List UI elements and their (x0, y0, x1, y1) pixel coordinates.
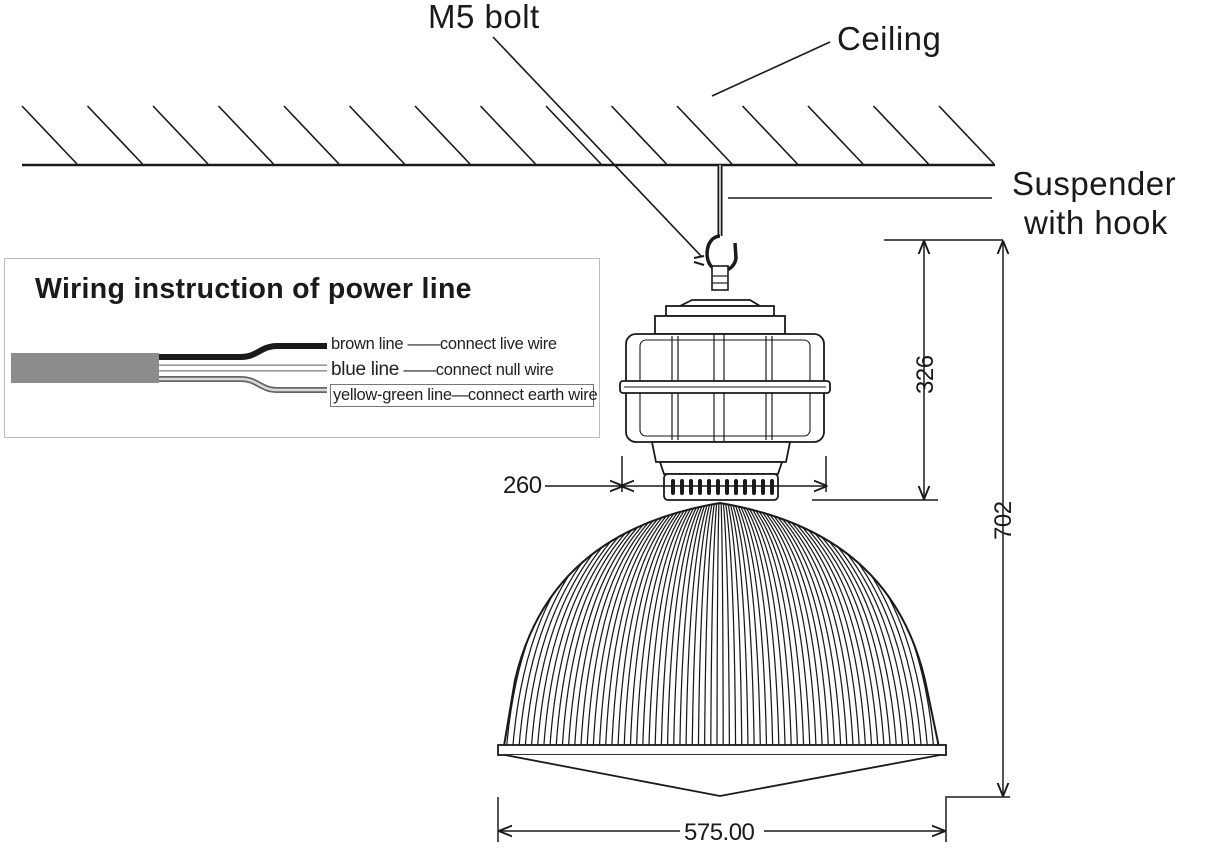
suspender-hook (693, 165, 738, 291)
ceiling (21, 105, 995, 167)
wiring-title: Wiring instruction of power line (35, 273, 472, 305)
dim-260-lines (545, 456, 826, 492)
ceiling-label: Ceiling (837, 20, 942, 57)
yellow-green-wire (159, 376, 327, 393)
ceiling-hatching (21, 105, 995, 165)
driver-housing (619, 299, 831, 501)
dim-702-lines (945, 242, 1010, 818)
dim-575-value: 575.00 (684, 819, 755, 846)
reflector-dome (497, 501, 947, 797)
wire-connector-blue: —— (403, 361, 436, 379)
dim-260-value: 260 (503, 472, 542, 499)
dim-326-lines (812, 239, 1003, 501)
dim-702-value: 702 (990, 501, 1017, 540)
wire-name-brown: brown line (331, 335, 404, 353)
earth-row-frame (330, 384, 594, 407)
m5-bolt-leader (492, 36, 703, 258)
wire-name-blue: blue line (331, 359, 400, 380)
wire-name-earth: yellow-green line (333, 386, 452, 404)
wire-connector-brown: —— (407, 335, 441, 353)
wire-action-earth: connect earth wire (467, 386, 598, 404)
wire-row-brown: brown line ——connect live wire (331, 335, 557, 354)
suspender-label-line2: with hook (1024, 204, 1168, 241)
wiring-instruction-panel: Wiring instruction of power line brown l… (4, 258, 600, 438)
suspender-label-line1: Suspender (1012, 165, 1177, 202)
wire-row-blue: blue line ——connect null wire (331, 359, 554, 381)
wire-action-blue: connect null wire (435, 361, 554, 379)
power-cable-drawing (11, 343, 327, 393)
dim-326-value: 326 (912, 355, 939, 394)
m5-bolt-label: M5 bolt (428, 0, 540, 35)
wire-row-earth: yellow-green line—connect earth wire (333, 386, 598, 405)
wire-connector-earth: — (451, 386, 469, 404)
reflector-rim (497, 744, 947, 756)
diffuser-cover (504, 754, 941, 797)
cable-sheath (11, 353, 159, 383)
ceiling-leader (711, 41, 831, 97)
wire-action-brown: connect live wire (439, 335, 557, 353)
brown-wire (159, 343, 327, 360)
